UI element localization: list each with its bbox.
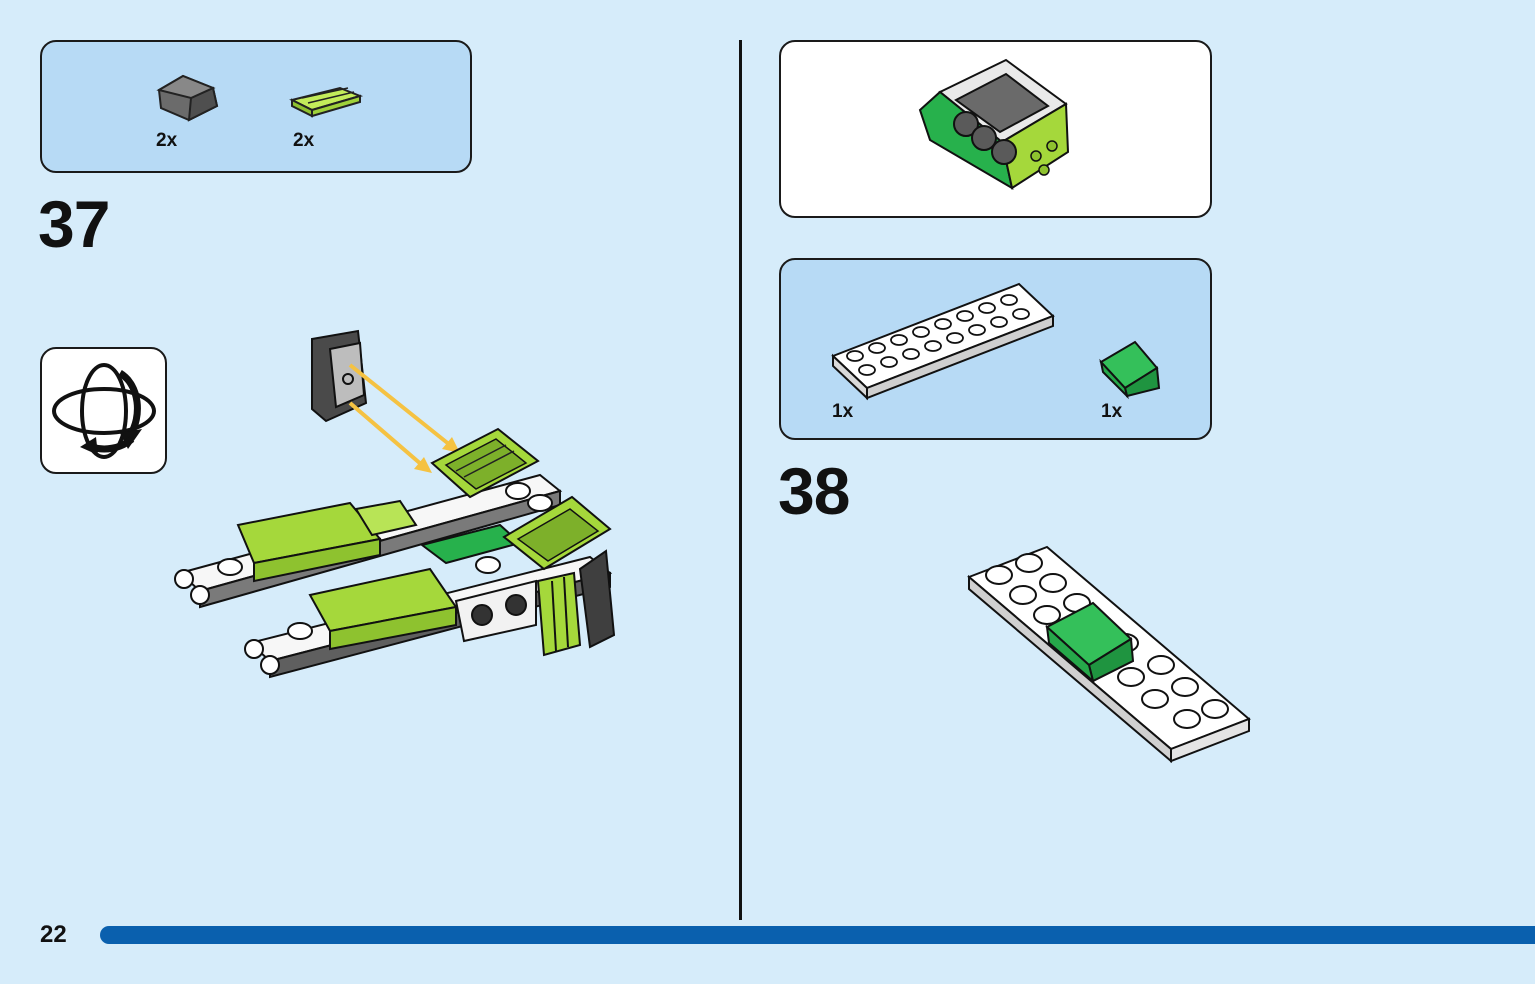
step-number-37: 37 <box>38 187 110 261</box>
part-qty-white-plate: 1x <box>832 401 854 422</box>
page-footer-bar <box>100 926 1535 944</box>
lime-grille-part <box>289 86 364 118</box>
part-qty-lime-grille: 2x <box>293 130 315 151</box>
rotate-model-icon <box>52 363 156 459</box>
subassembly-illustration <box>918 58 1070 191</box>
part-qty-green-slope: 1x <box>1101 401 1123 422</box>
part-qty-dark-grey-slope: 2x <box>156 130 178 151</box>
rotate-model-callout <box>40 347 167 474</box>
parts-callout-step-37: 2x 2x <box>40 40 472 173</box>
white-plate-part <box>831 282 1055 401</box>
subassembly-callout <box>779 40 1212 218</box>
step-38-build-illustration <box>967 545 1251 764</box>
green-slope-part <box>1099 340 1161 400</box>
page-divider <box>739 40 742 920</box>
parts-callout-step-38: 1x 1x <box>779 258 1212 440</box>
page-number: 22 <box>40 921 67 948</box>
step-number-38: 38 <box>778 454 850 528</box>
step-37-build-illustration <box>174 329 616 679</box>
dark-grey-slope-part <box>156 74 219 122</box>
